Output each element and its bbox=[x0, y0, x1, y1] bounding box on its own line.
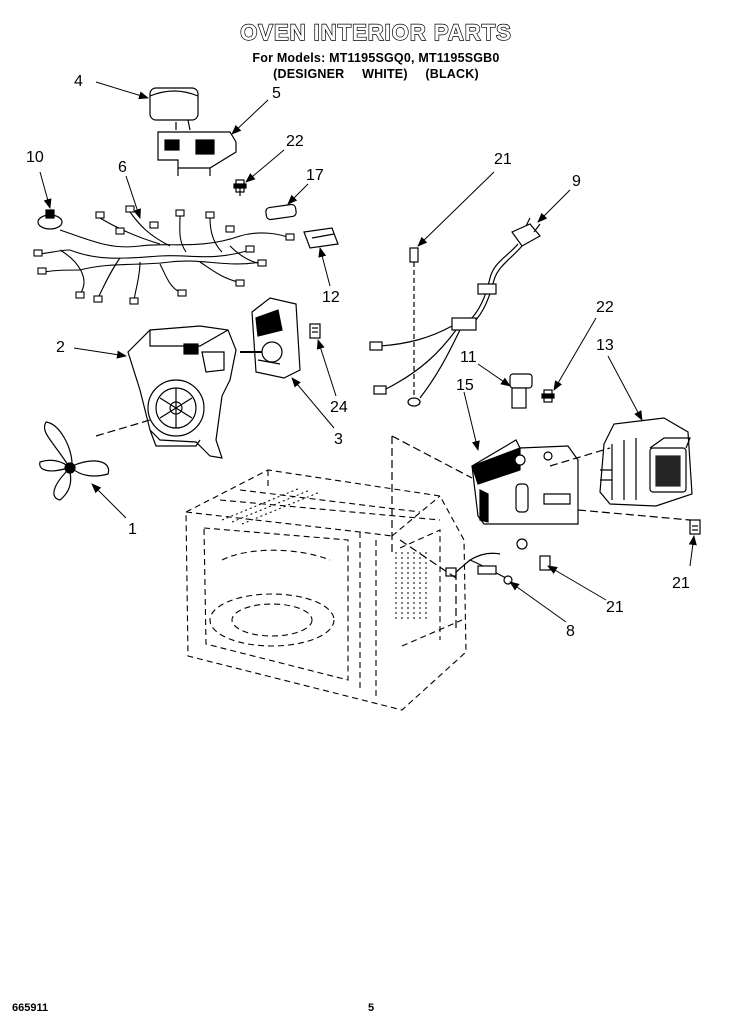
fan-motor-part bbox=[240, 297, 301, 379]
callout-11: 11 bbox=[460, 349, 477, 366]
capacitor-part bbox=[149, 87, 199, 131]
hv-lead-part bbox=[445, 538, 551, 585]
oven-cavity-vents bbox=[221, 487, 427, 620]
leader-lines bbox=[39, 81, 697, 623]
page-number: 5 bbox=[368, 1002, 375, 1014]
callout-4: 4 bbox=[74, 73, 83, 90]
callout-21-right: 21 bbox=[672, 575, 690, 592]
diode-part bbox=[509, 373, 533, 409]
callout-17: 17 bbox=[306, 167, 324, 184]
callout-13: 13 bbox=[596, 337, 614, 354]
callout-24: 24 bbox=[330, 399, 348, 416]
page-title: OVEN INTERIOR PARTS bbox=[239, 19, 512, 45]
air-guide-part bbox=[127, 325, 237, 459]
thermal-cutout-part bbox=[37, 209, 63, 230]
transformer-part bbox=[599, 417, 693, 507]
callout-9: 9 bbox=[572, 173, 581, 190]
callout-12: 12 bbox=[322, 289, 340, 306]
callout-5: 5 bbox=[272, 85, 281, 102]
fan-blade-part bbox=[39, 421, 110, 501]
callout-8: 8 bbox=[566, 623, 575, 640]
grounding-screw-part bbox=[407, 247, 421, 407]
colors-subtitle: (DESIGNER WHITE) (BLACK) bbox=[273, 67, 479, 81]
assembly-lines bbox=[95, 419, 691, 632]
callout-15: 15 bbox=[456, 377, 474, 394]
models-subtitle: For Models: MT1195SGQ0, MT1195SGB0 bbox=[252, 51, 500, 65]
transformer-screw-part bbox=[541, 389, 555, 403]
callout-21-bottom: 21 bbox=[606, 599, 624, 616]
hv-bracket-part bbox=[471, 439, 579, 525]
fuse-part bbox=[265, 203, 297, 221]
callout-3: 3 bbox=[334, 431, 343, 448]
oven-cavity-outline bbox=[185, 469, 467, 711]
document-number: 665911 bbox=[12, 1002, 49, 1014]
callout-22-right: 22 bbox=[596, 299, 614, 316]
screw-part bbox=[233, 179, 247, 196]
callout-2: 2 bbox=[56, 339, 65, 356]
transformer-bolt-part bbox=[689, 519, 701, 535]
callout-6: 6 bbox=[118, 159, 127, 176]
callout-10: 10 bbox=[26, 149, 44, 166]
motor-screw-part bbox=[309, 323, 321, 339]
clip-part bbox=[303, 227, 339, 249]
callout-1: 1 bbox=[128, 521, 137, 538]
wiring-harness-part bbox=[33, 205, 295, 305]
callout-22-top: 22 bbox=[286, 133, 304, 150]
callout-21-top: 21 bbox=[494, 151, 512, 168]
power-cord-part bbox=[369, 217, 541, 399]
capacitor-bracket-part bbox=[157, 131, 237, 176]
